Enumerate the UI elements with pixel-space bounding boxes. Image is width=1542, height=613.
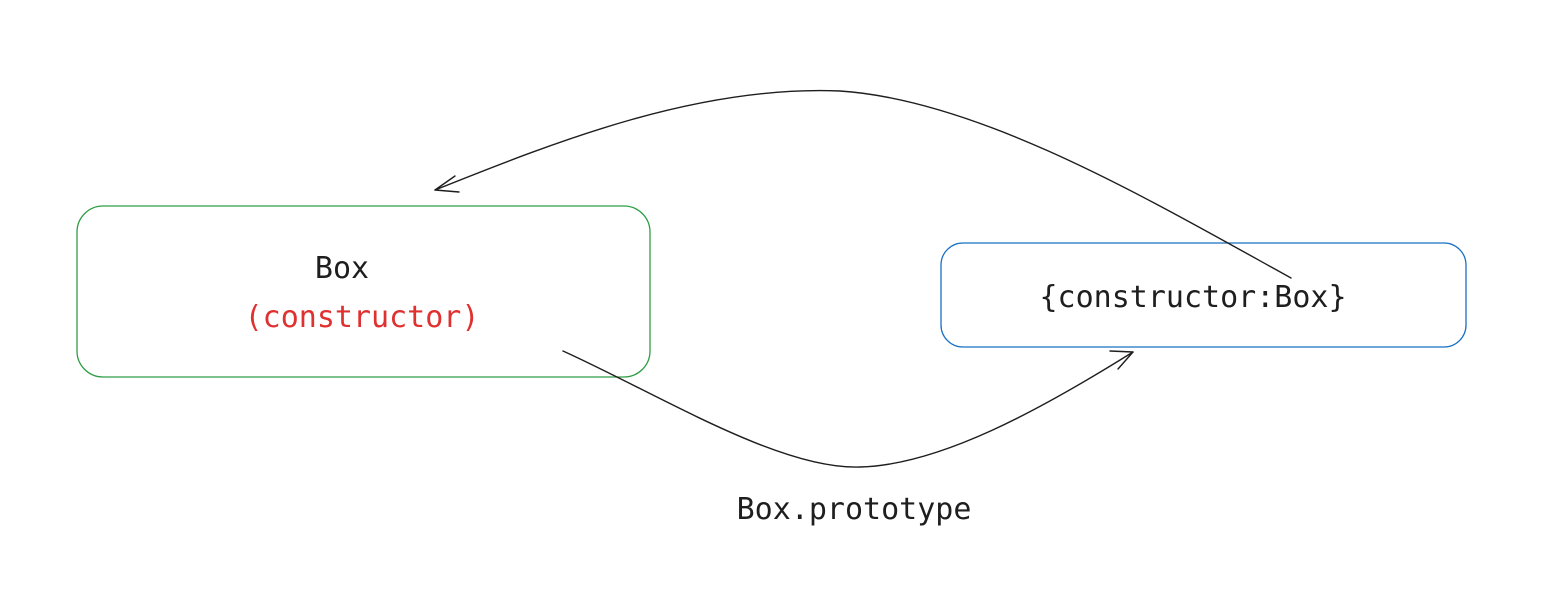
arrow-back-to-constructor-line <box>434 89 1292 279</box>
arrow-to-prototype-line <box>562 350 1134 468</box>
arrow-to-prototype-head <box>1109 350 1134 370</box>
constructor-node-border <box>76 205 651 378</box>
arrow-back-to-constructor-head <box>434 175 460 193</box>
prototype-object-node-text: {constructor:Box} <box>1039 280 1346 315</box>
arrow-to-prototype[interactable] <box>562 350 1134 468</box>
edge-label-box-prototype: Box.prototype <box>737 492 972 527</box>
constructor-node-title: Box <box>315 251 369 286</box>
arrow-back-to-constructor[interactable] <box>434 89 1292 279</box>
prototype-object-node[interactable]: {constructor:Box} <box>940 242 1467 348</box>
constructor-node-subtitle: (constructor) <box>245 300 480 335</box>
prototype-object-node-border <box>940 242 1467 348</box>
constructor-node[interactable]: Box (constructor) <box>76 205 651 378</box>
